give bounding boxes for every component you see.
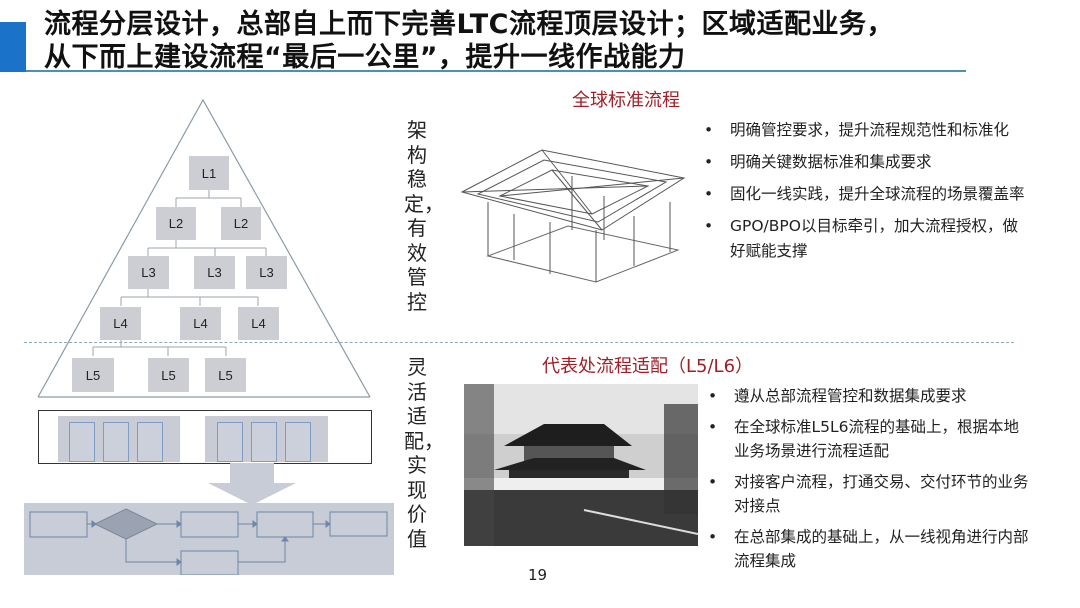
flowchart-panel [24, 503, 394, 576]
activity-box [251, 422, 277, 462]
bullet-item: 明确关键数据标准和集成要求 [700, 150, 1030, 175]
bullet-item: 对接客户流程，打通交易、交付环节的业务对接点 [704, 470, 1034, 518]
vertical-label-adaptation: 灵活适配，实现价值 [404, 355, 444, 551]
global-standard-title: 全球标准流程 [572, 90, 680, 111]
local-adaptation-bullets: 遵从总部流程管控和数据集成要求 在全球标准L5L6流程的基础上，根据本地业务场景… [704, 384, 1034, 580]
title-line-1: 流程分层设计，总部自上而下完善LTC流程顶层设计；区域适配业务， [44, 9, 894, 40]
page-title: 流程分层设计，总部自上而下完善LTC流程顶层设计；区域适配业务， 从下而上建设流… [44, 8, 1044, 74]
level-box-l1: L1 [189, 156, 229, 190]
process-activity-band [38, 410, 372, 464]
level-box-l4: L4 [180, 307, 221, 340]
activity-box [285, 422, 311, 462]
level-box-l5: L5 [72, 358, 114, 392]
level-box-l5: L5 [148, 358, 189, 392]
title-accent-bar [0, 22, 26, 72]
pyramid-diagram [37, 98, 371, 398]
activity-box [137, 422, 163, 462]
traditional-building-photo [464, 384, 698, 546]
level-box-l2: L2 [156, 207, 196, 240]
activity-box [69, 422, 95, 462]
activity-box [217, 422, 243, 462]
local-adaptation-title: 代表处流程适配（L5/L6） [542, 356, 754, 377]
bullet-item: 明确管控要求，提升流程规范性和标准化 [700, 118, 1030, 143]
down-arrow-icon [208, 463, 296, 505]
activity-box [103, 422, 129, 462]
vertical-label-architecture: 架构稳定，有效管控 [404, 118, 444, 314]
level-box-l3: L3 [128, 256, 169, 289]
level-box-l4: L4 [238, 307, 279, 340]
bullet-item: 遵从总部流程管控和数据集成要求 [704, 384, 1034, 408]
flowchart-diagram [29, 508, 388, 576]
title-line-2: 从下而上建设流程“最后一公里”，提升一线作战能力 [44, 42, 686, 73]
pavilion-frame-illustration [460, 149, 686, 283]
title-underline [26, 70, 966, 72]
level-box-l5: L5 [205, 358, 246, 392]
process-group [58, 416, 180, 462]
building-photo-illustration [464, 384, 698, 546]
bullet-item: 在总部集成的基础上，从一线视角进行内部流程集成 [704, 525, 1034, 573]
bullet-item: 固化一线实践，提升全球流程的场景覆盖率 [700, 182, 1030, 207]
process-group [205, 416, 328, 462]
page-number: 19 [528, 566, 548, 584]
level-box-l4: L4 [100, 307, 141, 340]
bullet-item: 在全球标准L5L6流程的基础上，根据本地业务场景进行流程适配 [704, 415, 1034, 463]
bullet-item: GPO/BPO以目标牵引，加大流程授权，做好赋能支撑 [700, 214, 1030, 264]
global-standard-bullets: 明确管控要求，提升流程规范性和标准化 明确关键数据标准和集成要求 固化一线实践，… [700, 118, 1030, 271]
level-box-l3: L3 [194, 256, 235, 289]
level-box-l3: L3 [246, 256, 287, 289]
section-divider [24, 342, 1014, 343]
level-box-l2: L2 [221, 207, 261, 240]
